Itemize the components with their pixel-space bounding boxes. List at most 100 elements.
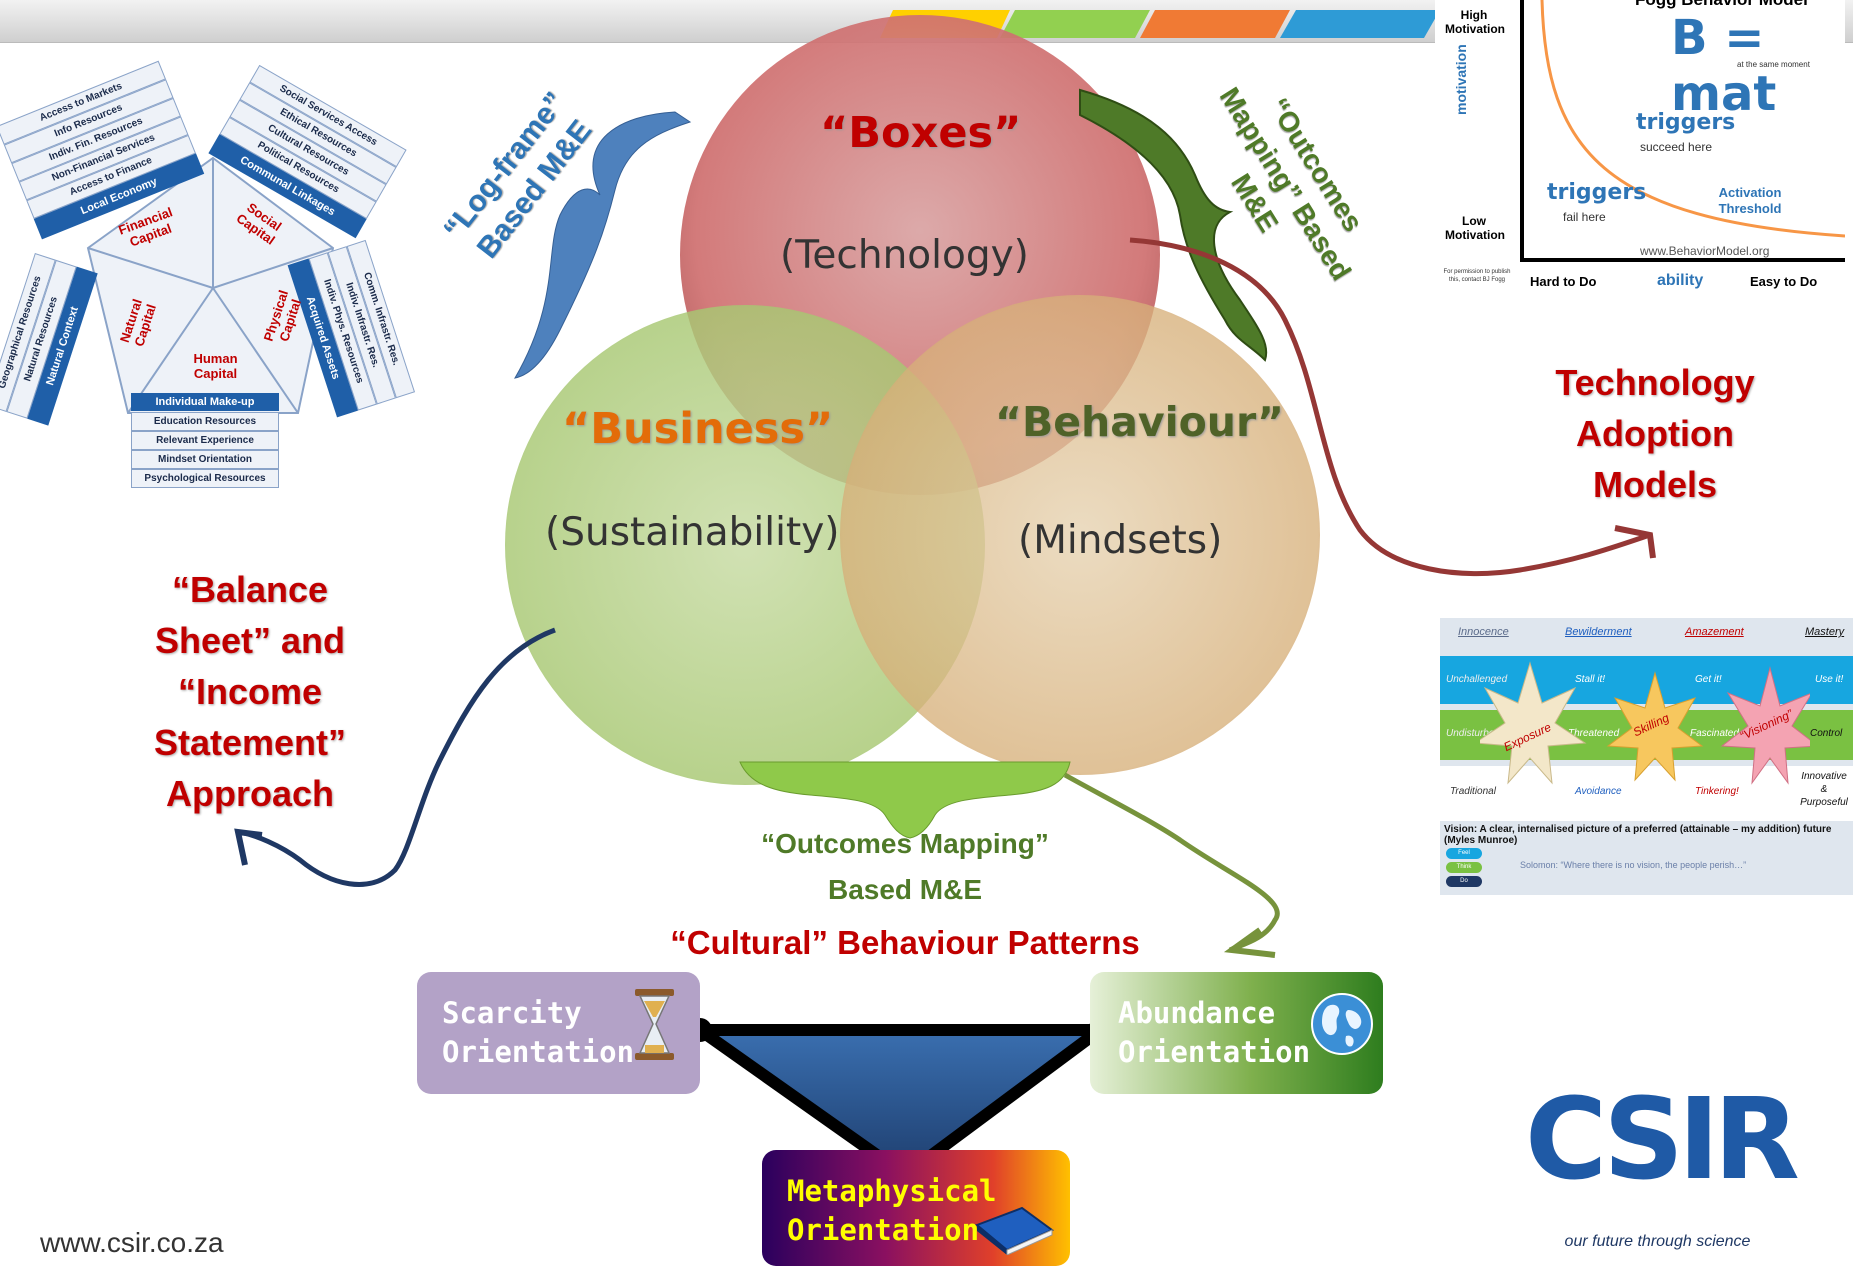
matrix-r1-c4: Use it!: [1815, 674, 1844, 685]
tech-line-1: Technology: [1555, 362, 1755, 403]
book-icon: [975, 1206, 1054, 1255]
fogg-axis-x: ability: [1657, 272, 1704, 289]
balance-line-2: Sheet” and: [154, 620, 346, 661]
cultural-title: “Cultural” Behaviour Patterns: [670, 924, 1140, 961]
matrix-header-2: Bewilderment: [1565, 626, 1632, 638]
matrix-r1-c3: Get it!: [1695, 674, 1722, 685]
matrix-stars: [1480, 661, 1810, 785]
capitals-pentagon: Access to Markets Info Resources Indiv. …: [0, 60, 416, 493]
fogg-easy: Easy to Do: [1750, 274, 1818, 289]
fogg-behavior-model: Fogg Behavior Model High Motivation Low …: [1435, 0, 1845, 300]
outcomes-bottom-label-1: “Outcomes Mapping”: [761, 828, 1049, 859]
human-row-5: Psychological Resources: [131, 469, 279, 488]
balance-line-5: Approach: [165, 773, 334, 814]
matrix-r1-c1: Unchallenged: [1446, 674, 1508, 685]
matrix-row1-bg: [1440, 656, 1853, 704]
fogg-hard: Hard to Do: [1530, 274, 1597, 289]
bottom-arrowhead: [1223, 927, 1276, 958]
fogg-low-motivation: Low Motivation: [1445, 214, 1505, 242]
fogg-fail-here: fail here: [1563, 210, 1606, 224]
boxes-title: “Boxes”: [820, 108, 1022, 158]
fogg-threshold-curve: [1540, 0, 1845, 238]
fogg-permission: For permission to publish this, contact …: [1443, 269, 1511, 283]
abundance-line-2: Orientation: [1118, 1035, 1311, 1069]
fogg-x-axis-line: [1520, 258, 1845, 262]
outcomes-bottom-brace: [739, 761, 1071, 839]
behaviour-circle: [840, 295, 1320, 775]
metaphysical-box: Metaphysical Orientation: [762, 1150, 1070, 1266]
cultural-triangle: [694, 1024, 1106, 1181]
right-arrow: [1129, 237, 1651, 577]
human-row-2: Education Resources: [131, 412, 279, 431]
behaviour-subtitle: (Mindsets): [1018, 518, 1223, 563]
business-circle: [505, 305, 985, 785]
fogg-formula: B = mat: [1671, 10, 1777, 122]
fogg-formula-note: at the same moment: [1737, 60, 1810, 69]
scarcity-box: Scarcity Orientation: [417, 972, 700, 1094]
human-row-4: Mindset Orientation: [131, 450, 279, 469]
matrix-legend-do: Do: [1446, 876, 1482, 887]
matrix-r3-c2: Avoidance: [1575, 786, 1622, 797]
globe-icon: [1311, 993, 1373, 1055]
adoption-matrix: Innocence Bewilderment Amazement Mastery…: [1440, 618, 1853, 895]
matrix-r2-c1: Undisturbed: [1446, 728, 1500, 739]
fogg-url: www.BehaviorModel.org: [1640, 244, 1770, 258]
matrix-vision: Vision: A clear, internalised picture of…: [1444, 824, 1832, 846]
matrix-r2-c2: Threatened: [1568, 728, 1620, 739]
scarcity-line-2: Orientation: [442, 1035, 635, 1069]
matrix-r2-c3: Fascinated: [1690, 728, 1739, 739]
balance-sheet-text: “Balance Sheet” and “Income Statement” A…: [130, 564, 370, 819]
business-title: “Business”: [562, 404, 834, 454]
matrix-header-3: Amazement: [1685, 626, 1744, 638]
matrix-r3-c3: Tinkering!: [1695, 786, 1739, 797]
footer-url[interactable]: www.csir.co.za: [40, 1227, 224, 1258]
csir-logo-text: CSIR: [1525, 1075, 1800, 1205]
balance-line-4: Statement”: [153, 722, 347, 763]
pentagon-frame: [86, 156, 335, 414]
outcomes-right-brace: [1079, 88, 1268, 362]
matrix-header-1: Innocence: [1458, 626, 1509, 638]
matrix-r3-c4: Innovative & Purposeful: [1800, 771, 1848, 808]
left-arrow: [239, 627, 556, 887]
fogg-y-axis-line: [1520, 0, 1524, 262]
tech-line-3: Models: [1592, 464, 1717, 505]
behaviour-title: “Behaviour”: [995, 398, 1284, 446]
fogg-high-motivation: High Motivation: [1445, 8, 1505, 36]
balance-line-3: “Income: [177, 671, 323, 712]
fogg-axis-y: motivation: [1453, 44, 1469, 115]
outcomes-bottom-label-2: Based M&E: [827, 874, 983, 905]
fogg-activation: Activation Threshold: [1718, 185, 1782, 216]
human-row-3: Relevant Experience: [131, 431, 279, 450]
scarcity-line-1: Scarcity: [442, 996, 582, 1030]
matrix-r1-c2: Stall it!: [1575, 674, 1606, 685]
logframe-brace: [514, 111, 692, 379]
matrix-header-4: Mastery: [1805, 626, 1845, 638]
metaphysical-line-1: Metaphysical: [787, 1174, 997, 1208]
csir-logo: CSIR our future through science: [1525, 1075, 1800, 1250]
fogg-triggers-fail: triggers: [1547, 180, 1647, 205]
matrix-r2-c4: Control: [1810, 728, 1843, 739]
metaphysical-line-2: Orientation: [787, 1213, 980, 1247]
balance-line-1: “Balance: [171, 569, 329, 610]
hourglass-icon: [635, 989, 674, 1060]
technology-adoption-text: Technology Adoption Models: [1515, 357, 1795, 510]
tech-line-2: Adoption: [1576, 413, 1734, 454]
csir-tagline: our future through science: [1564, 1233, 1751, 1250]
matrix-legend-think: Think: [1446, 862, 1482, 873]
fogg-triggers-succeed: triggers: [1636, 110, 1736, 135]
bottom-arrow: [1063, 772, 1280, 953]
human-label: Human Capital: [193, 351, 238, 381]
abundance-line-1: Abundance: [1118, 996, 1276, 1030]
matrix-quote: Solomon: “Where there is no vision, the …: [1520, 860, 1747, 870]
matrix-legend-feel: Feel: [1446, 848, 1482, 859]
left-arrowhead: [234, 828, 263, 866]
boxes-subtitle: (Technology): [780, 233, 1029, 278]
matrix-r3-c1: Traditional: [1450, 786, 1496, 797]
fogg-title: Fogg Behavior Model: [1635, 0, 1808, 10]
business-subtitle: (Sustainability): [545, 510, 840, 555]
human-row-1: Individual Make-up: [131, 393, 279, 411]
fogg-succeed-here: succeed here: [1640, 140, 1713, 154]
right-arrowhead: [1614, 525, 1656, 559]
abundance-box: Abundance Orientation: [1090, 972, 1383, 1094]
